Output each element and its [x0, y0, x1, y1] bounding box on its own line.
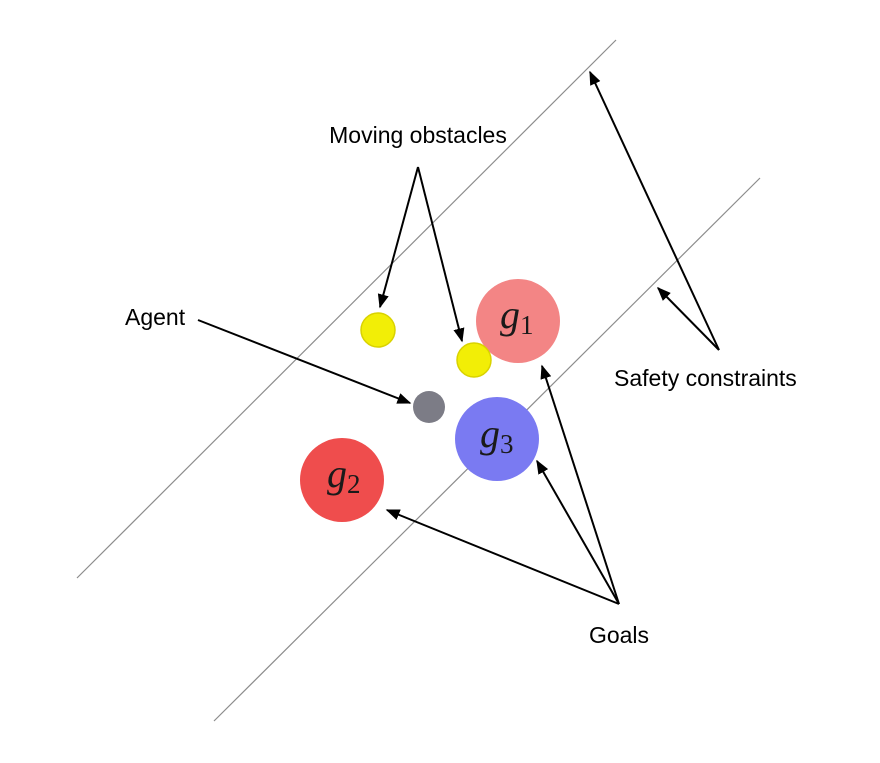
arrow-goals-to-g1 [540, 364, 620, 605]
safety-boundary-upper [76, 39, 617, 579]
arrow-goals-to-g3 [536, 459, 620, 605]
arrow-safety-to-upper-boundary [589, 70, 720, 351]
goal-g3-label: g3 [480, 411, 514, 459]
safety-constraints-label: Safety constraints [614, 365, 797, 391]
agent-label: Agent [125, 304, 186, 330]
agent-dot [413, 391, 445, 423]
arrow-obstacles-to-obstacle-2 [417, 166, 465, 343]
arrow-safety-to-lower-boundary [657, 287, 720, 351]
goal-g3: g3 [455, 397, 539, 481]
arrow-goals-to-g2 [385, 509, 620, 605]
goal-g2-label: g2 [327, 451, 361, 499]
goal-g1: g1 [476, 279, 560, 363]
moving-obstacle-1 [360, 312, 396, 348]
arrow-agent-to-agent-dot [197, 319, 412, 404]
goal-g2: g2 [300, 438, 384, 522]
goal-g3-circle [455, 397, 539, 481]
goals-label: Goals [589, 622, 649, 648]
arrow-obstacles-to-obstacle-1 [377, 166, 419, 309]
moving-obstacle-2 [456, 342, 492, 378]
goal-g1-circle [476, 279, 560, 363]
goal-g1-label: g1 [500, 292, 534, 340]
moving-obstacles-label: Moving obstacles [329, 122, 507, 148]
goal-g2-circle [300, 438, 384, 522]
